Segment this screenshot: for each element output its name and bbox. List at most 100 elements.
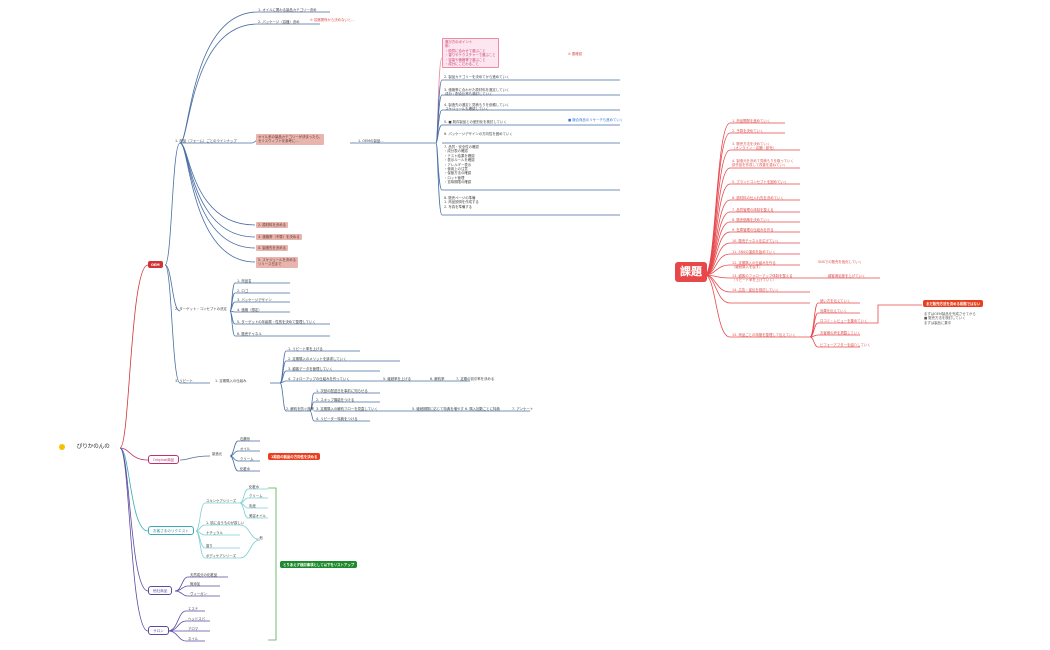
oem-sub2-label[interactable]: 2. ターゲット・コンセプトの決定 [175, 307, 227, 311]
request-group-1-item-2[interactable]: クリーム [249, 494, 263, 498]
oem-package-note: ⊘ 容器関係から決めないと… [310, 18, 355, 22]
issue-lower-1[interactable]: 使い方を伝えていく [820, 299, 851, 303]
issue-14[interactable]: 14. 広告・宣伝を検討していく [732, 288, 780, 292]
oem-sub1-theme[interactable]: 1. OEMの製品… [358, 139, 384, 143]
oem-top-item-2[interactable]: 2. パッケージ（容器）決め [258, 20, 300, 24]
oem-sub2-item-1[interactable]: 1. 商品名 [237, 279, 252, 283]
oem-sub1-label[interactable]: 1. 商品（フォーム）ごとのラインナップ [175, 139, 237, 143]
oem-line-4[interactable]: 4. 製造先の選定と見積もりを依頼していく スケジュールも確認していく [444, 103, 510, 112]
oem-sub3-sub[interactable]: 1. 定期購入の仕組み [215, 379, 247, 383]
oem-sub3-item-3[interactable]: 3. 顧客データを管理していく [288, 367, 333, 371]
issue-lower-2[interactable]: 効果を伝えていく [820, 309, 847, 313]
oem-choose-notes: 選び方のポイント 例： ・肌質に合わせて選ぶこと ・香りやテクスチャーで選ぶこと… [442, 38, 499, 69]
request-group-5[interactable]: ボディケアシリーズ [206, 554, 236, 558]
issue-4[interactable]: 4. 製造元を決めて見積もりを取っていく 試作品を作成して改善を重ねていく [732, 159, 794, 168]
issue-5[interactable]: 5. ブランドコンセプトを固めていく [732, 180, 788, 184]
issue-12[interactable]: 12. 定期購入の仕組みを作る （継続購入を促す） [732, 261, 776, 270]
oem-sub2-item-4[interactable]: 4. 価格（想定） [237, 308, 262, 312]
oem-sub3-right-chain-1[interactable]: 5. 継続期間に応じて特典を増やす [412, 407, 464, 411]
oem-line-2[interactable]: 2. 製品カテゴリーを決めてから進めていく [444, 75, 510, 79]
oem-sub2-item-5[interactable]: 5. ターゲットの年齢層・性別を決めて整理していく [237, 320, 316, 324]
root-title: ぴりかのんの [76, 444, 110, 450]
oem-branch[interactable]: OEM [148, 261, 163, 269]
original-branch[interactable]: Original商品 [148, 455, 180, 465]
other-products-branch[interactable]: 他社商品 [148, 586, 173, 596]
issue-8[interactable]: 8. 販売価格を決めていく [732, 218, 771, 222]
oem-sub3-item-2[interactable]: 2. 定期購入のメリットを訴求していく [288, 357, 347, 361]
oem-sub3-right-label[interactable]: 2. 解約を防ぐ施策 [286, 407, 315, 411]
request-group-1-item-3[interactable]: 乳液 [249, 504, 256, 508]
issue-lower-5[interactable]: ビフォーアフターを紹介していく [820, 343, 871, 347]
oem-box-schedule[interactable]: 5. スケジュールを決める リリース日まで [256, 257, 298, 268]
oem-sub3-right-chain-2[interactable]: 6. 購入回数ごとに特典 [465, 407, 500, 411]
issue-2[interactable]: 2. 予算を決めていく [732, 129, 764, 133]
oem-sub2-item-3[interactable]: 3. パッケージデザイン [237, 298, 272, 302]
oem-sub3-item-1[interactable]: 1. リピート率を上げる [288, 347, 323, 351]
issue-3[interactable]: 3. 販売方法を決めていく （オンライン・店舗・卸売） [732, 142, 777, 151]
issue-1[interactable]: 1. 商品開発を進めていく [732, 119, 771, 123]
salon-item-4[interactable]: ネイル [188, 637, 199, 641]
oem-sub3-chain-1[interactable]: 5. 継続率を上げる [383, 377, 412, 381]
issues-branch[interactable]: 課題 [675, 262, 707, 282]
oem-sub3-right-1[interactable]: 1. 次回の配送日を事前に知らせる [316, 389, 368, 393]
request-group-1-item-1[interactable]: 化粧水 [249, 485, 260, 489]
oem-sub3-right-chain-3[interactable]: 7. アンケート [512, 407, 534, 411]
issue-lower-3[interactable]: 口コミ・レビューを集めていく [820, 319, 868, 323]
request-badge: とりあえず検討事項として以下をリストアップ [280, 561, 358, 569]
issue-lower-4[interactable]: お客様の声を掲載していく [820, 331, 861, 335]
oem-line-5[interactable]: 5. ■ 既存製品との差別化を検討していく [444, 120, 507, 124]
request-group-3[interactable]: ナチュラル [206, 531, 223, 535]
oem-top-item-1[interactable]: 1. オイルに関わる製品カテゴリー決め [258, 8, 317, 12]
other-product-item-1[interactable]: 天然成分の化粧品 [190, 573, 218, 577]
salon-branch[interactable]: サロン [148, 626, 169, 636]
salon-item-3[interactable]: アロマ [188, 627, 199, 631]
oem-line-7[interactable]: 7. 品質・安全性の確認 ・成分表の確認 ・テスト結果を確認 ・表示ルールを確認… [444, 145, 479, 185]
request-connector: …他 [256, 536, 263, 540]
oem-sub3-label[interactable]: 3. リピート [175, 379, 193, 383]
oem-box-maker[interactable]: 4. 製造先を決める [256, 245, 289, 252]
oem-sub2-item-6[interactable]: 6. 販売チャネル [237, 332, 262, 336]
issue-11[interactable]: 11. SNSの運用を始めていく [732, 250, 776, 254]
issue-lower-group[interactable]: 15. 商品ごとの特徴を整理して伝えていく [732, 333, 796, 337]
oem-blue-note: ■ 競合商品のリサーチも進めていく [568, 118, 624, 122]
issue-side-note-1: SNSでの販売を強化していく [818, 260, 863, 264]
issue-side-note-2: 顧客満足度を上げていく [828, 274, 866, 278]
request-group-1-item-4[interactable]: 美容オイル [249, 514, 266, 518]
oem-sub1-summary[interactable]: オイル系の製品カテゴリーが決まったら、 セミスウィフトを参考に… [256, 134, 325, 145]
oem-line-6[interactable]: 6. パッケージデザインの方向性を固めていく [444, 132, 513, 136]
original-item-1[interactable]: 石鹸系 [240, 437, 251, 441]
other-product-item-3[interactable]: ヴィーガン [190, 592, 207, 596]
salon-item-2[interactable]: ヘッドスパ [188, 617, 205, 621]
issues-badge-note: まずはOEM製品を完成させてから ■ 販売方法を検討していく まずは製品に集中 [924, 312, 976, 325]
oem-sub3-chain-2[interactable]: 6. 解約率 [430, 377, 445, 381]
oem-box-materials[interactable]: 2. 原材料を決める [256, 222, 289, 229]
original-group[interactable]: 製造元 [212, 452, 223, 456]
other-product-item-2[interactable]: 無添加 [190, 582, 201, 586]
oem-box-budget[interactable]: 3. 価格帯（予算）を決める [256, 234, 302, 241]
original-item-4[interactable]: 化粧水 [240, 467, 251, 471]
original-badge: 1期目の製品の方向性を決める [268, 453, 321, 461]
root-node: ぴりかのんの [59, 443, 110, 451]
oem-sub3-right-3[interactable]: 3. 定期購入の解約フローを見直していく [316, 407, 378, 411]
issue-6[interactable]: 6. 原材料の仕入れ先を決めていく [732, 196, 784, 200]
salon-item-1[interactable]: エステ [188, 607, 199, 611]
issue-9[interactable]: 9. 在庫管理の仕組みを作る [732, 228, 774, 232]
request-group-4[interactable]: 香り [206, 544, 213, 548]
issue-7[interactable]: 7. 品質管理の体制を整える [732, 208, 774, 212]
oem-sub3-item-4[interactable]: 4. フォローアップの仕組みを作っていく [288, 377, 350, 381]
request-group-1[interactable]: スキンケアシリーズ [206, 499, 237, 503]
request-branch[interactable]: お客さまのリクエスト [148, 526, 194, 536]
oem-sub3-chain-3[interactable]: 7. 定期の割引率を決める [456, 377, 495, 381]
oem-line-8[interactable]: 8. 販売ページの準備 1. 商品説明を作成する 2. 写真を準備する [444, 196, 479, 209]
oem-sub3-right-4[interactable]: 4. リピーター特典をつける [316, 417, 358, 421]
oem-sub2-item-2[interactable]: 2. ロゴ [237, 289, 249, 293]
original-item-2[interactable]: オイル [240, 447, 251, 451]
original-item-3[interactable]: クリーム [240, 457, 254, 461]
oem-confirm-badge: ⊘ 要確認 [568, 52, 583, 56]
request-group-2[interactable]: 1. 肌に合うものが欲しい [206, 521, 245, 525]
issue-10[interactable]: 10. 販売チャネルを広げていく [732, 239, 780, 243]
oem-sub3-right-2[interactable]: 2. スキップ機能をつける [316, 398, 355, 402]
issue-13[interactable]: 13. 顧客のフォローアップ体制を整える （リピート率を上げていく） [732, 274, 793, 283]
oem-line-3[interactable]: 3. 価格帯に合わせた原材料を選定していく 成分・配合比率も検討していく [444, 88, 510, 97]
